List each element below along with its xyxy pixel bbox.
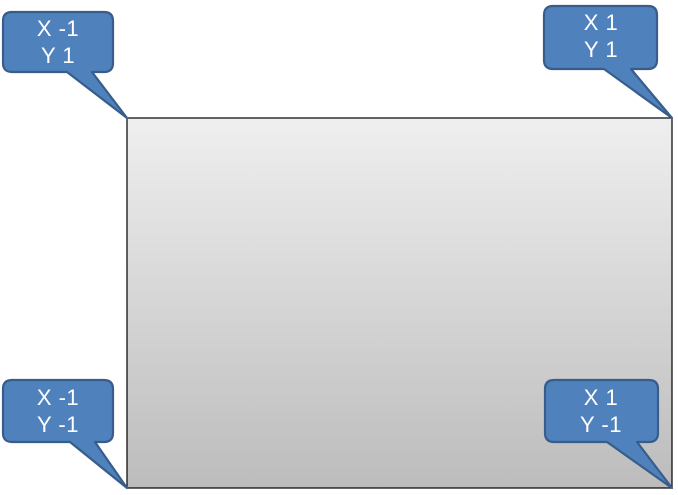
callout-top-left-x-label: X -1 — [36, 16, 80, 41]
callout-bottom-right-shape — [543, 378, 674, 490]
callout-bottom-left-shape — [1, 378, 129, 490]
callout-top-right-y-label: Y 1 — [583, 37, 619, 62]
callout-bottom-right-x-label: X 1 — [583, 385, 619, 410]
callout-top-right-x-label: X 1 — [583, 10, 619, 35]
callout-bottom-left-y-label: Y -1 — [37, 412, 79, 437]
callout-top-left-y-label: Y 1 — [40, 43, 76, 68]
callout-bottom-right-y-label: Y -1 — [580, 412, 622, 437]
callout-bottom-left-x-label: X -1 — [36, 385, 80, 410]
callout-top-left-shape — [1, 10, 129, 120]
callout-top-right-shape — [542, 4, 674, 120]
callout-top-left: X -1 Y 1 — [3, 15, 113, 69]
callout-top-right: X 1 Y 1 — [546, 9, 656, 63]
callout-bottom-right: X 1 Y -1 — [546, 384, 656, 438]
callout-bottom-left: X -1 Y -1 — [3, 384, 113, 438]
